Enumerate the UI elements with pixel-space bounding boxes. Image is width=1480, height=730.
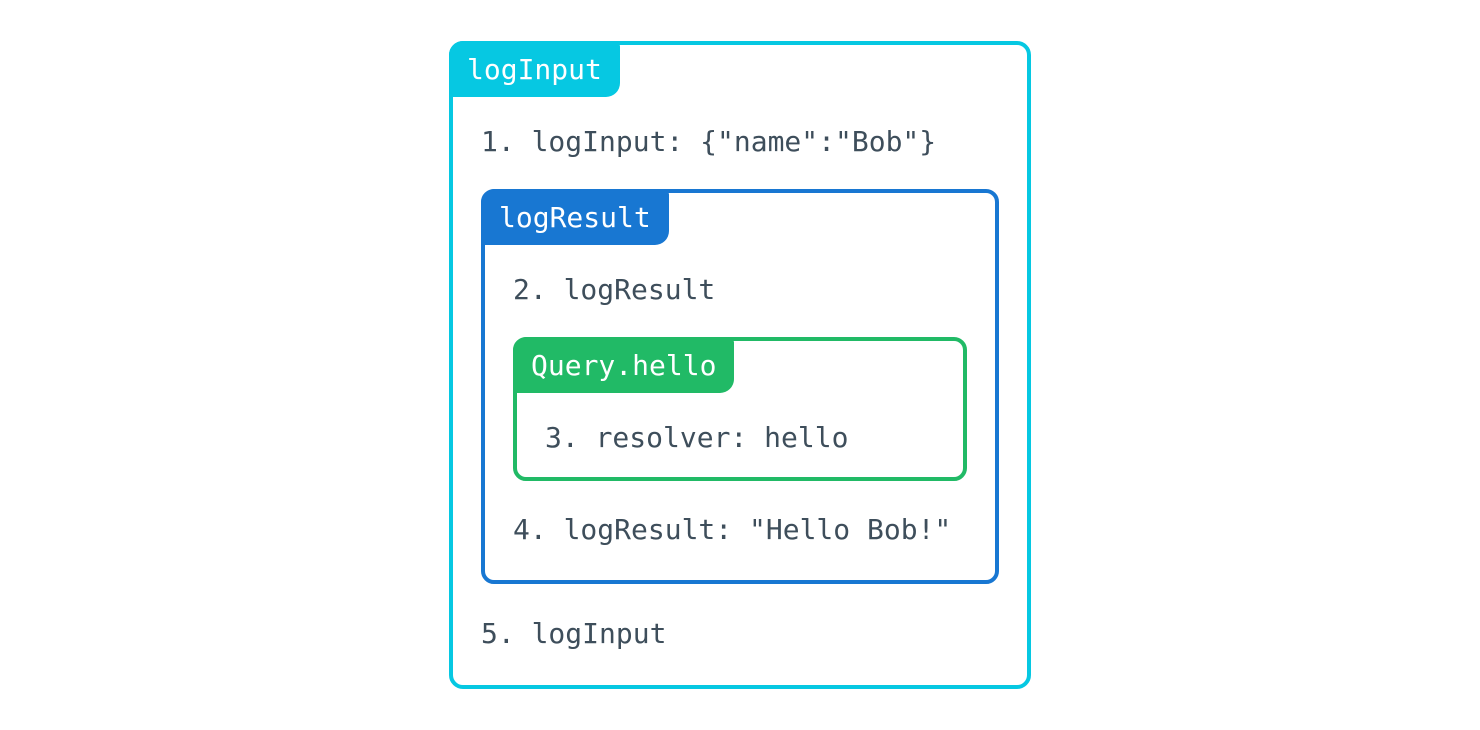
step-4-logresult-after: 4. logResult: "Hello Bob!" xyxy=(513,513,952,546)
loginput-label: logInput xyxy=(449,41,620,97)
logresult-label-text: logResult xyxy=(499,200,651,234)
query-hello-box: Query.hello 3. resolver: hello xyxy=(513,337,967,481)
query-hello-label-text: Query.hello xyxy=(531,348,717,382)
step-2-logresult-before: 2. logResult xyxy=(513,273,716,306)
query-hello-label: Query.hello xyxy=(513,337,735,393)
loginput-label-text: logInput xyxy=(467,52,602,86)
step-5-loginput-after: 5. logInput xyxy=(481,617,667,650)
logresult-box: logResult 2. logResult Query.hello 3. re… xyxy=(481,189,999,584)
step-3-resolver: 3. resolver: hello xyxy=(545,421,849,454)
loginput-box: logInput 1. logInput: {"name":"Bob"} log… xyxy=(449,41,1031,689)
step-1-loginput-before: 1. logInput: {"name":"Bob"} xyxy=(481,125,937,158)
logresult-label: logResult xyxy=(481,189,669,245)
